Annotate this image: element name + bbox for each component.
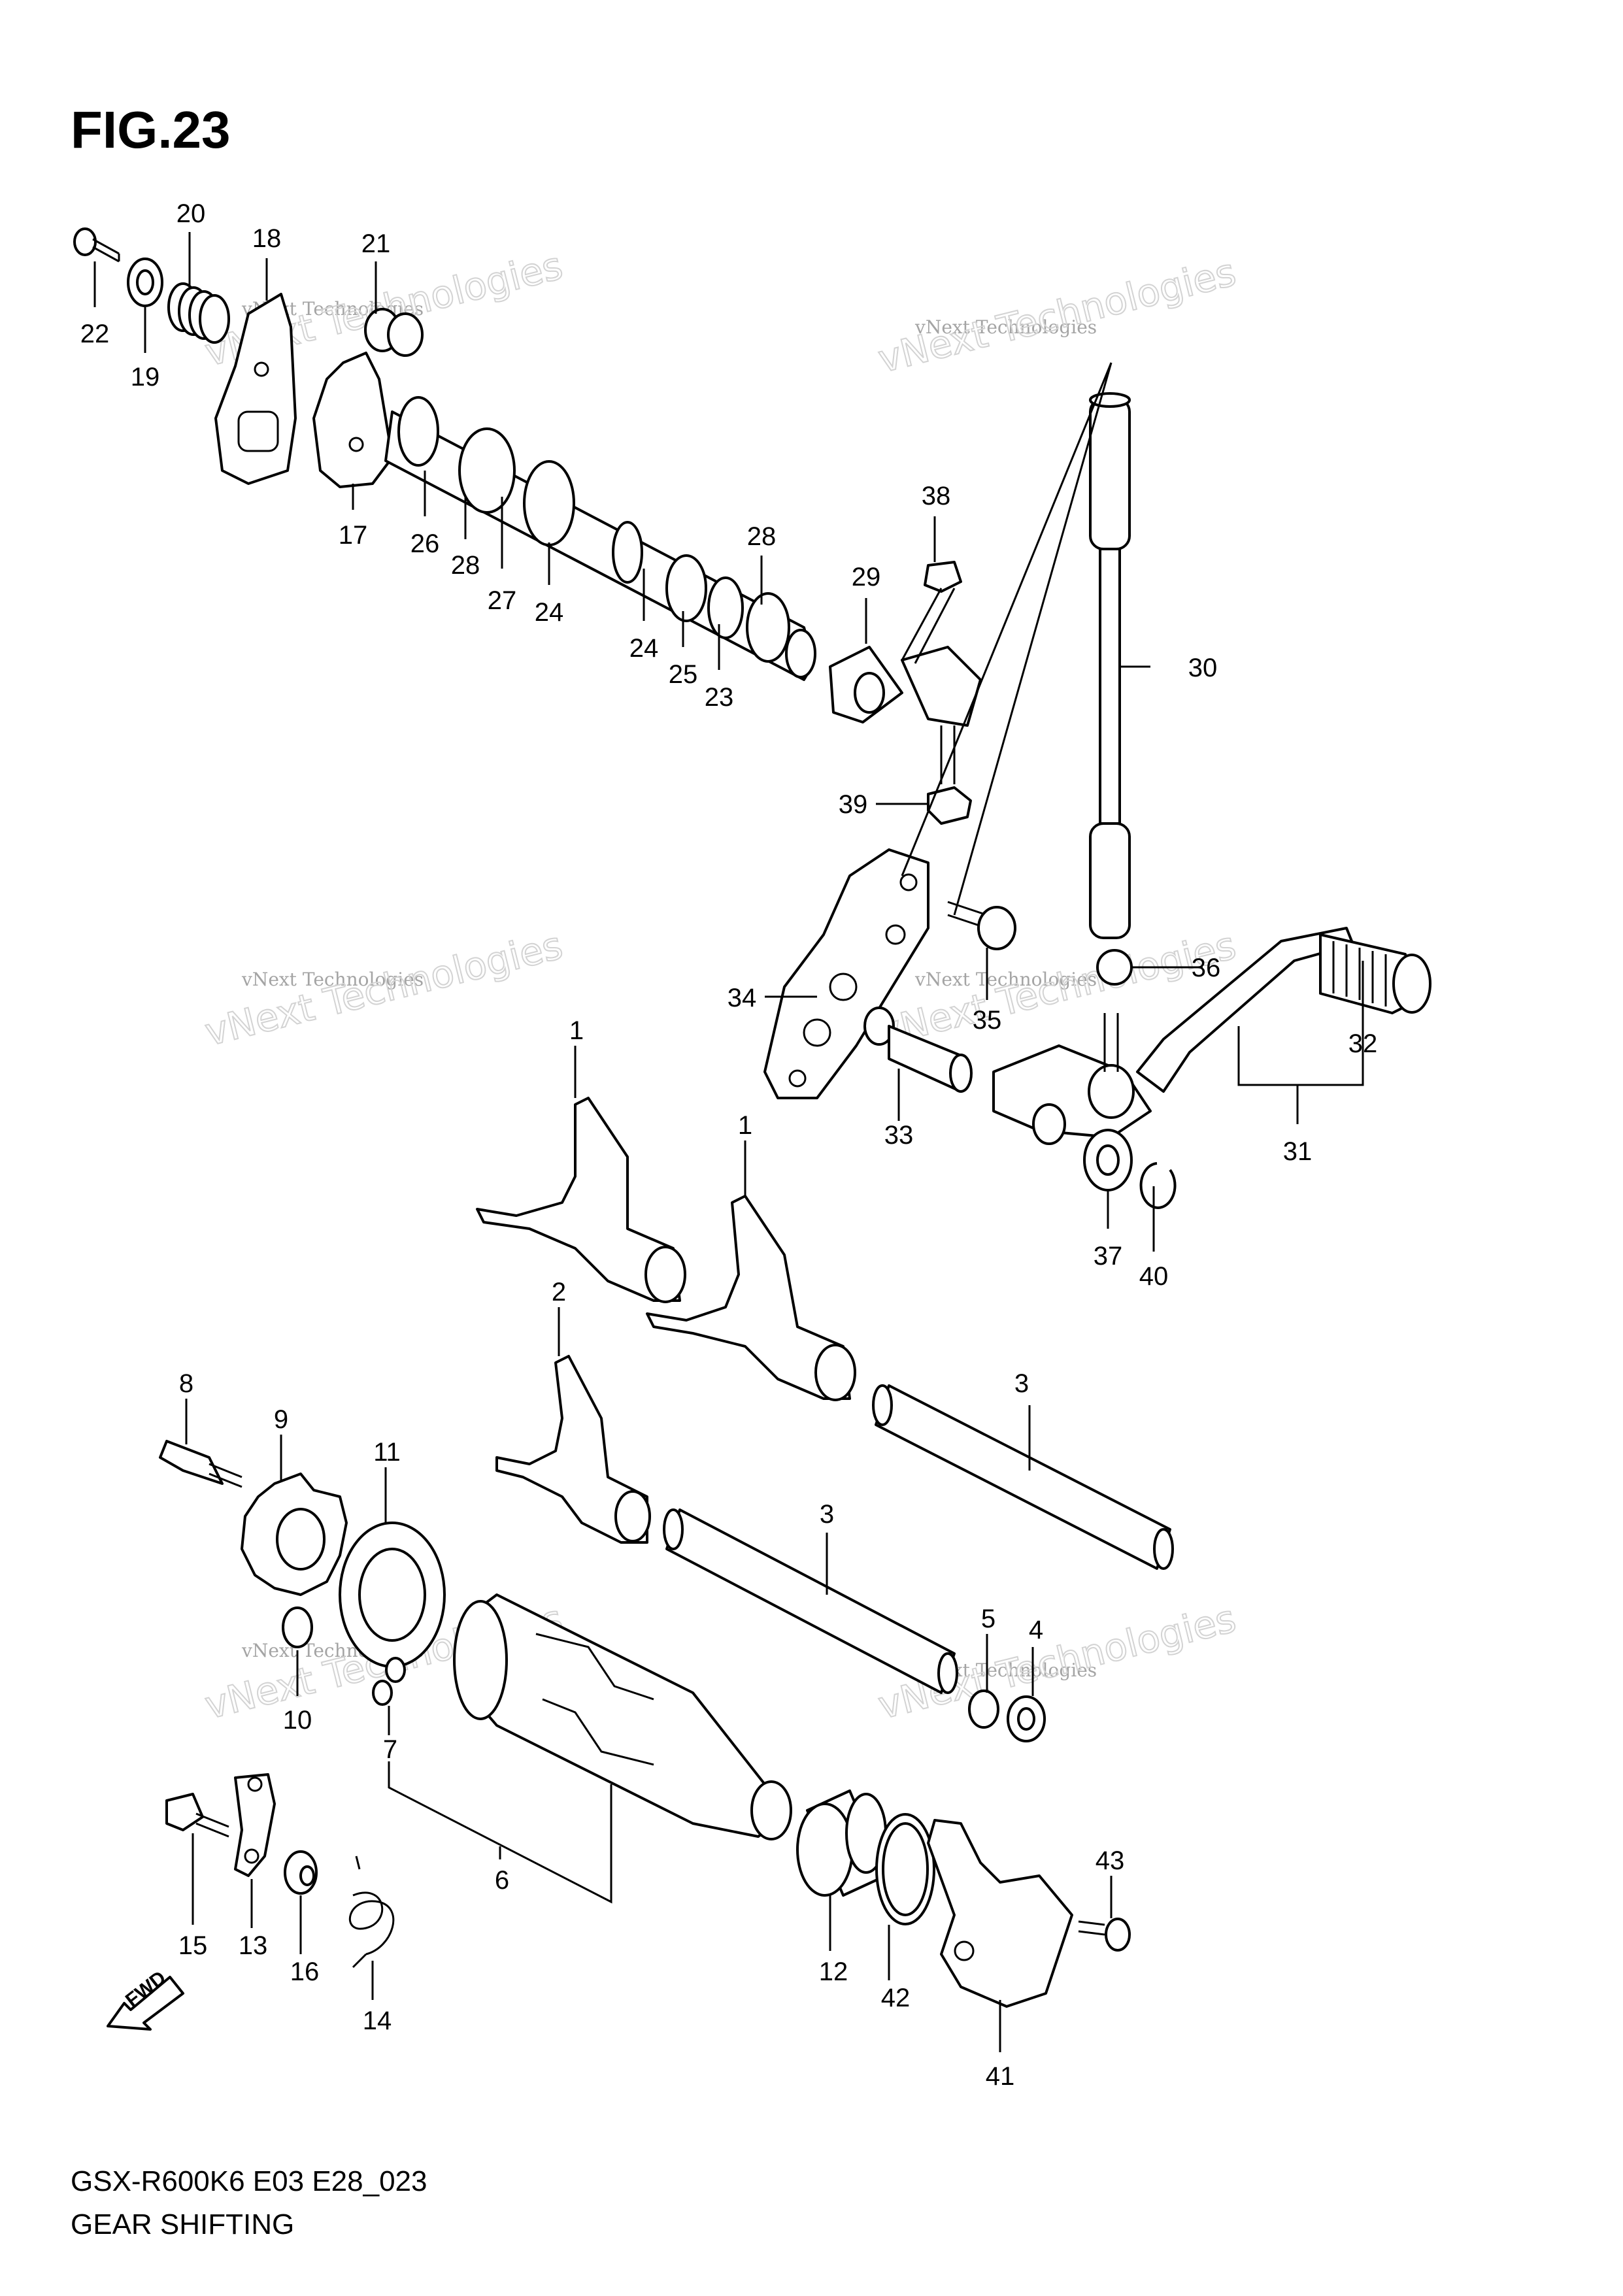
figure-caption: GEAR SHIFTING — [71, 2208, 294, 2240]
part-16-collar — [284, 1850, 318, 1895]
callout-11: 11 — [373, 1438, 401, 1467]
callout-37: 37 — [1094, 1242, 1123, 1271]
callout-10: 10 — [283, 1706, 312, 1735]
callout-40: 40 — [1139, 1262, 1169, 1291]
callout-20: 20 — [176, 199, 206, 228]
callout-31: 31 — [1283, 1137, 1313, 1166]
leader-lines — [93, 232, 1364, 2052]
callout-33: 33 — [884, 1121, 914, 1150]
part-13-plate — [234, 1773, 276, 1877]
callout-1b: 1 — [738, 1111, 752, 1140]
callout-24a: 24 — [535, 598, 564, 627]
part-36-nut — [1096, 949, 1133, 986]
part-34-bracket — [763, 848, 929, 1099]
callout-43: 43 — [1096, 1846, 1125, 1875]
callout-15: 15 — [178, 1931, 208, 1960]
callout-32: 32 — [1348, 1029, 1378, 1058]
part-12-bearing — [796, 1789, 887, 1897]
callout-9: 9 — [274, 1405, 288, 1434]
shift-shaft — [384, 396, 816, 681]
model-code: GSX-R600K6 E03 E28_023 — [71, 2165, 427, 2197]
callout-21: 21 — [361, 229, 391, 258]
callouts: 22 19 20 18 21 17 26 28 27 24 24 25 23 2… — [80, 199, 1378, 2091]
part-31-lever — [992, 927, 1354, 1145]
callout-23: 23 — [705, 683, 734, 712]
part-33-pivot — [863, 1007, 973, 1093]
part-14-spring — [348, 1855, 395, 1969]
shift-shaft-assembly — [73, 227, 982, 825]
callout-18: 18 — [252, 224, 282, 253]
watermark-text: vNext Technologies — [241, 969, 424, 990]
part-41-switch — [927, 1819, 1073, 2008]
part-3-shaft-upper — [872, 1384, 1174, 1570]
callout-14: 14 — [363, 2006, 392, 2035]
callout-41: 41 — [986, 2062, 1015, 2091]
part-37-washer — [1083, 1129, 1133, 1191]
part-19-washer — [127, 258, 163, 307]
watermark-text: vNext Technologies — [874, 250, 1240, 382]
callout-25: 25 — [669, 660, 698, 689]
callout-4: 4 — [1029, 1616, 1043, 1644]
callout-17: 17 — [339, 521, 368, 550]
callout-13: 13 — [239, 1931, 268, 1960]
callout-34: 34 — [728, 984, 757, 1012]
part-18-plate — [214, 293, 297, 485]
part-2-fork — [495, 1355, 651, 1544]
watermark-text: vNext Technologies — [914, 316, 1097, 338]
part-10-pin — [282, 1606, 313, 1648]
part-35-bolt — [947, 901, 1016, 950]
part-9-star — [241, 1472, 348, 1596]
part-5-plug — [968, 1689, 999, 1729]
callout-38: 38 — [922, 482, 951, 510]
callout-30: 30 — [1188, 654, 1218, 682]
callout-2: 2 — [552, 1278, 566, 1306]
part-39-nut — [927, 725, 972, 825]
part-32-footpeg — [1319, 933, 1431, 1014]
callout-1a: 1 — [569, 1016, 584, 1045]
callout-3a: 3 — [1014, 1369, 1029, 1398]
callout-39: 39 — [839, 790, 868, 819]
part-3-shaft-lower — [663, 1508, 958, 1694]
callout-12: 12 — [819, 1957, 848, 1986]
callout-26: 26 — [410, 529, 440, 558]
part-38-bolt — [901, 561, 962, 664]
callout-42: 42 — [881, 1984, 911, 2012]
callout-8: 8 — [179, 1369, 193, 1398]
part-4-washer — [1007, 1695, 1046, 1742]
callout-35: 35 — [973, 1006, 1002, 1035]
callout-7: 7 — [383, 1735, 397, 1764]
part-17-arm — [312, 352, 393, 488]
part-22-screw — [73, 227, 120, 263]
part-21-collar — [364, 308, 424, 357]
callout-28a: 28 — [451, 551, 480, 580]
part-15-bolt — [165, 1793, 229, 1838]
fwd-arrow-icon: FWD — [107, 1967, 184, 2031]
callout-22: 22 — [80, 320, 110, 348]
part-40-circlip — [1139, 1162, 1177, 1209]
part-20-spring — [167, 282, 230, 344]
callout-24b: 24 — [629, 634, 659, 663]
callout-16: 16 — [290, 1957, 320, 1986]
part-1-fork-b — [646, 1195, 856, 1401]
callout-27: 27 — [488, 586, 517, 615]
watermark-text: vNext Technologies — [914, 969, 1097, 990]
callout-29: 29 — [852, 563, 881, 591]
part-6-drum — [453, 1593, 792, 1840]
part-7-pins — [372, 1657, 406, 1706]
callout-3b: 3 — [820, 1500, 834, 1529]
callout-19: 19 — [131, 363, 160, 391]
part-30-rod — [1089, 392, 1131, 939]
figure-title: FIG.23 — [71, 101, 231, 159]
part-29-clamp — [829, 646, 982, 727]
callout-6: 6 — [495, 1866, 509, 1895]
part-1-fork-a — [476, 1097, 686, 1303]
part-43-screw — [1078, 1918, 1131, 1952]
part-42-oring — [875, 1813, 935, 1925]
part-8-pin — [159, 1440, 243, 1488]
callout-36: 36 — [1192, 954, 1221, 982]
part-11-bearing — [339, 1522, 446, 1668]
callout-28b: 28 — [747, 522, 777, 551]
callout-5: 5 — [981, 1605, 996, 1633]
